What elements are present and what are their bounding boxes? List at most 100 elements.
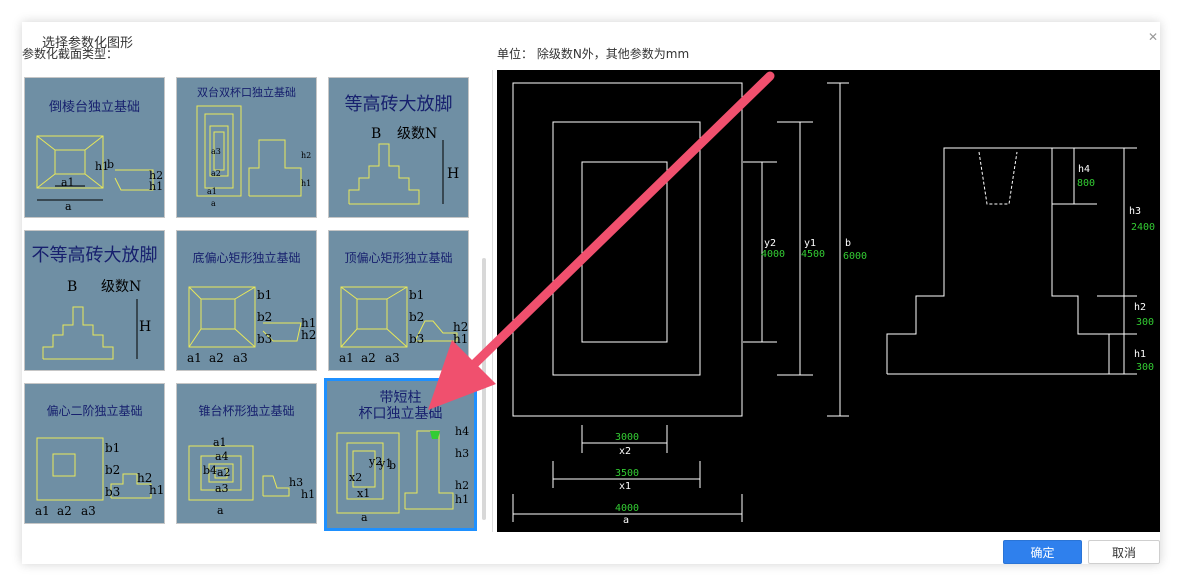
cancel-button[interactable]: 取消 <box>1088 540 1160 564</box>
thumb-title: 倒棱台独立基础 <box>48 100 140 115</box>
thumb-bottom-eccentric-footing[interactable]: 底偏心矩形独立基础 b1 b2 b3 h1 h2 a1 a2 a3 <box>176 230 317 371</box>
thumb-label: h1 <box>301 179 311 188</box>
dim-h4-label: h4 <box>1078 164 1090 175</box>
thumb-top-eccentric-footing[interactable]: 顶偏心矩形独立基础 b1 b2 b3 h2 h1 a1 a2 a3 <box>328 230 469 371</box>
thumb-label: a4 <box>215 450 229 463</box>
thumb-label: a <box>361 511 368 524</box>
thumb-label: b4 <box>203 464 217 477</box>
thumb-inverted-frustum-footing[interactable]: 倒棱台独立基础 h1 b h2 h1 a1 a <box>24 77 165 218</box>
dim-x1-value: 3500 <box>615 468 639 479</box>
thumb-label: a3 <box>233 351 248 365</box>
thumb-drawing: h1 b h2 h1 a1 a <box>36 135 163 213</box>
thumb-short-column-cup-footing[interactable]: 带短柱 杯口独立基础 x2 x1 y2 y1 b a h4 h3 h2 h1 <box>324 378 477 531</box>
thumb-label: a1 <box>61 176 75 189</box>
thumb-drawing: B 级数N H <box>348 126 459 205</box>
close-icon[interactable]: ✕ <box>1148 30 1159 44</box>
thumb-label: a <box>217 504 224 517</box>
shape-type-grid: 倒棱台独立基础 h1 b h2 h1 a1 a 双台双杯口独立基础 <box>22 70 493 532</box>
dim-x2-label: x2 <box>619 446 631 457</box>
thumb-label: h1 <box>453 332 468 346</box>
thumb-equal-brick-footing[interactable]: 等高砖大放脚 B 级数N H <box>328 77 469 218</box>
thumb-double-cup-footing[interactable]: 双台双杯口独立基础 a3 a2 a1 a h2 h1 <box>176 77 317 218</box>
thumb-label: b1 <box>105 441 120 455</box>
thumb-unequal-brick-footing[interactable]: 不等高砖大放脚 B 级数N H <box>24 230 165 371</box>
thumb-label: H <box>447 166 459 182</box>
thumb-drawing: b1 b2 b3 h2 h1 a1 a2 a3 <box>339 286 468 365</box>
thumb-label: H <box>139 319 151 335</box>
thumb-label: B <box>67 279 77 295</box>
dim-y1-label: y1 <box>804 238 816 249</box>
thumb-drawing: x2 x1 y2 y1 b a h4 h3 h2 h1 <box>336 425 469 524</box>
thumb-label: h2 <box>137 471 152 485</box>
thumb-title: 等高砖大放脚 <box>344 94 453 115</box>
thumb-label: x2 <box>349 471 362 484</box>
dim-x2-value: 3000 <box>615 432 639 443</box>
thumb-label: h1 <box>149 180 163 193</box>
thumb-label: h2 <box>301 151 311 160</box>
thumb-title: 双台双杯口独立基础 <box>197 86 296 99</box>
thumb-label: b3 <box>409 332 424 346</box>
thumb-label: a1 <box>207 187 217 196</box>
thumb-label: a2 <box>361 351 376 365</box>
thumb-label: b2 <box>257 310 272 324</box>
thumb-label: a <box>211 199 216 208</box>
cad-drawing: y2 y1 b x2 x1 a h4 h3 h2 h1 4000 4500 60… <box>512 82 1155 526</box>
dim-b-value: 6000 <box>843 251 867 262</box>
dim-h2-label: h2 <box>1134 302 1146 313</box>
dim-y2-value: 4000 <box>761 249 785 260</box>
thumb-label: a2 <box>209 351 224 365</box>
thumb-label: b3 <box>257 332 272 346</box>
thumb-label: h2 <box>453 320 468 334</box>
thumb-frustum-cup-footing[interactable]: 锥台杯形独立基础 a1 a4 b4 a2 a3 a h3 h1 <box>176 383 317 524</box>
dim-x1-label: x1 <box>619 481 631 492</box>
thumb-label: h3 <box>289 476 303 489</box>
thumb-label: h3 <box>455 447 469 460</box>
dim-h3-label: h3 <box>1129 206 1141 217</box>
thumb-title: 不等高砖大放脚 <box>31 245 158 266</box>
dim-h3-value: 2400 <box>1131 222 1155 233</box>
thumb-label: b <box>107 158 114 171</box>
dim-b-label: b <box>845 238 851 249</box>
thumb-title: 锥台杯形独立基础 <box>198 404 295 418</box>
thumb-label: b3 <box>105 485 120 499</box>
thumb-title: 顶偏心矩形独立基础 <box>344 251 453 265</box>
thumb-title-line2: 杯口独立基础 <box>358 406 443 422</box>
dim-h2-value: 300 <box>1136 317 1154 328</box>
thumb-label: a3 <box>211 147 221 156</box>
dim-h1-value: 300 <box>1136 362 1154 373</box>
thumb-label: a1 <box>35 504 50 518</box>
dim-a-value: 4000 <box>615 503 639 514</box>
thumb-eccentric-two-step-footing[interactable]: 偏心二阶独立基础 b1 b2 b3 h2 h1 a1 a2 a3 <box>24 383 165 524</box>
grid-scrollbar[interactable] <box>482 258 486 520</box>
thumb-label: a2 <box>57 504 72 518</box>
thumb-label: a3 <box>81 504 96 518</box>
thumb-label: b2 <box>105 463 120 477</box>
thumb-drawing: b1 b2 b3 h1 h2 a1 a2 a3 <box>187 286 316 365</box>
dim-y1-value: 4500 <box>801 249 825 260</box>
cad-preview-canvas: y2 y1 b x2 x1 a h4 h3 h2 h1 4000 4500 60… <box>497 70 1160 532</box>
thumb-label: a <box>65 200 72 213</box>
ok-button[interactable]: 确定 <box>1003 540 1082 564</box>
thumb-label: h2 <box>455 479 469 492</box>
thumb-drawing: a1 a4 b4 a2 a3 a h3 h1 <box>188 436 315 517</box>
thumb-label: h4 <box>455 425 469 438</box>
thumb-drawing: a3 a2 a1 a h2 h1 <box>196 105 311 208</box>
thumb-label: a1 <box>339 351 354 365</box>
thumb-label: h2 <box>301 328 316 342</box>
dim-h4-value: 800 <box>1077 178 1095 189</box>
thumb-drawing: B 级数N H <box>42 279 151 360</box>
thumb-label: h1 <box>149 483 164 497</box>
thumb-label: h1 <box>301 488 315 501</box>
thumb-title: 偏心二阶独立基础 <box>46 404 143 418</box>
thumb-label: 级数N <box>101 279 141 295</box>
thumb-title: 底偏心矩形独立基础 <box>192 251 301 265</box>
dialog-title: 选择参数化图形 <box>42 36 134 51</box>
thumb-label: b2 <box>409 310 424 324</box>
thumb-label: a1 <box>187 351 202 365</box>
thumb-label: h1 <box>95 160 109 173</box>
thumb-label: h1 <box>301 316 316 330</box>
dim-h1-label: h1 <box>1134 349 1146 360</box>
thumb-label: y1 <box>378 457 392 470</box>
thumb-label: b1 <box>409 288 424 302</box>
